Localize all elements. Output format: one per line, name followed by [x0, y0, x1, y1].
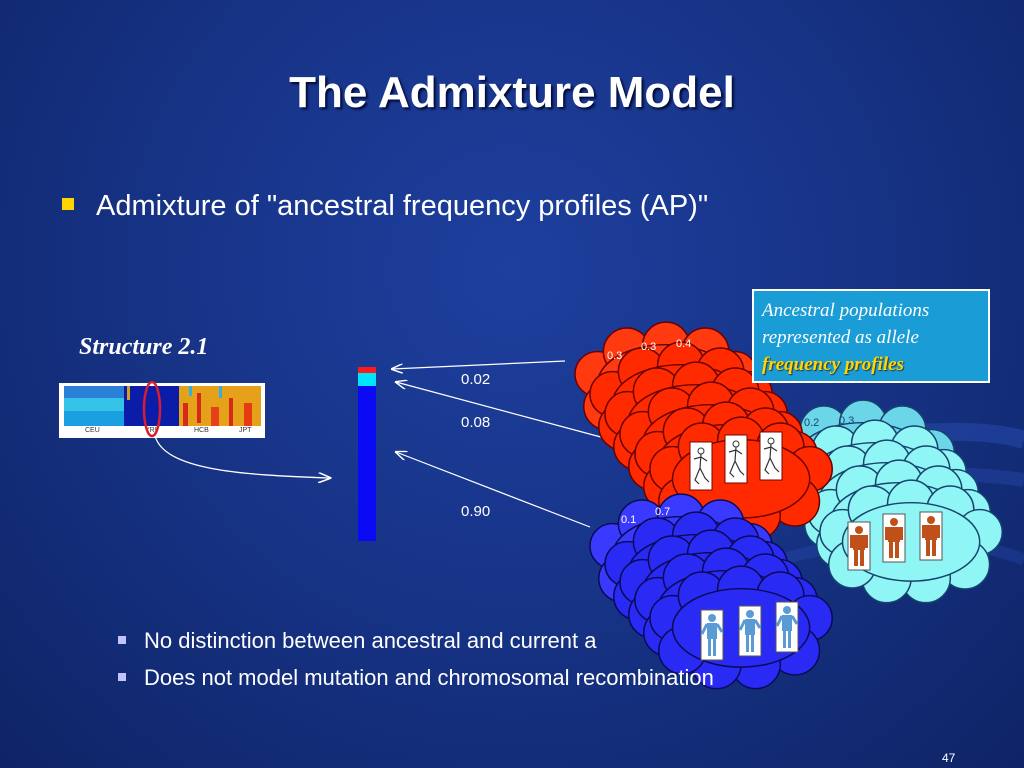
sub-bullet-2-text: Does not model mutation and chromosomal …	[144, 665, 714, 690]
cyan-figure-3	[919, 511, 943, 561]
cyan-cloud-label-2: 0.3	[839, 415, 854, 427]
sub-bullet-square-icon	[118, 636, 126, 645]
callout-line-1: Ancestral populations	[762, 300, 930, 321]
freq-label-2: 0.08	[461, 414, 491, 431]
main-bullet: Admixture of "ancestral frequency profil…	[62, 190, 708, 223]
freq-label-3: 0.90	[461, 503, 491, 520]
sub-bullet-2: Does not model mutation and chromosomal …	[118, 665, 714, 691]
structure-plot: CEU YRI HCB JPT	[59, 383, 265, 438]
blue-figure-1	[699, 608, 725, 662]
red-figure-3	[759, 431, 783, 481]
red-figure-2	[724, 434, 748, 484]
red-cloud-label-1: 0.3	[607, 350, 622, 362]
structure-plot-graphic	[64, 386, 261, 426]
blue-figure-3	[774, 600, 800, 654]
callout-box: Ancestral populations represented as all…	[752, 289, 990, 383]
blue-figure-2	[737, 604, 763, 658]
slide-title: The Admixture Model	[289, 68, 735, 117]
bullet-square-icon	[62, 198, 74, 211]
structure-label: Structure 2.1	[79, 334, 209, 360]
sub-bullet-square-icon	[118, 673, 126, 682]
cyan-figure-1	[847, 521, 871, 571]
arrow-red	[392, 360, 566, 369]
arrow-blue	[396, 452, 591, 528]
freq-label-1: 0.02	[461, 371, 491, 388]
blue-cloud-label-1: 0.1	[621, 514, 636, 526]
pop-label-ceu: CEU	[85, 427, 100, 434]
main-bullet-text: Admixture of "ancestral frequency profil…	[96, 190, 709, 222]
callout-line-3: frequency profiles	[762, 354, 904, 375]
pop-label-hcb: HCB	[194, 427, 209, 434]
callout-line-2: represented as allele	[762, 327, 919, 348]
cyan-figure-2	[882, 513, 906, 563]
blue-cloud-label-2: 0.7	[655, 506, 670, 518]
admixture-bar	[358, 367, 376, 541]
pop-label-jpt: JPT	[239, 427, 252, 434]
admixture-bar-cyan	[358, 373, 376, 386]
red-cloud-label-2: 0.3	[641, 341, 656, 353]
arrow-cyan	[396, 382, 613, 441]
pop-label-yri: YRI	[145, 427, 157, 434]
yri-highlight-ellipse	[142, 380, 162, 438]
sub-bullet-1: No distinction between ancestral and cur…	[118, 628, 596, 654]
structure-to-bar-arrow	[154, 435, 330, 478]
page-number: 47	[942, 751, 956, 765]
red-cloud-label-3: 0.4	[676, 338, 691, 350]
admixture-bar-red	[358, 367, 376, 373]
red-figure-1	[689, 441, 713, 491]
sub-bullet-1-text: No distinction between ancestral and cur…	[144, 628, 597, 653]
cyan-cloud-label-1: 0.2	[804, 417, 819, 429]
